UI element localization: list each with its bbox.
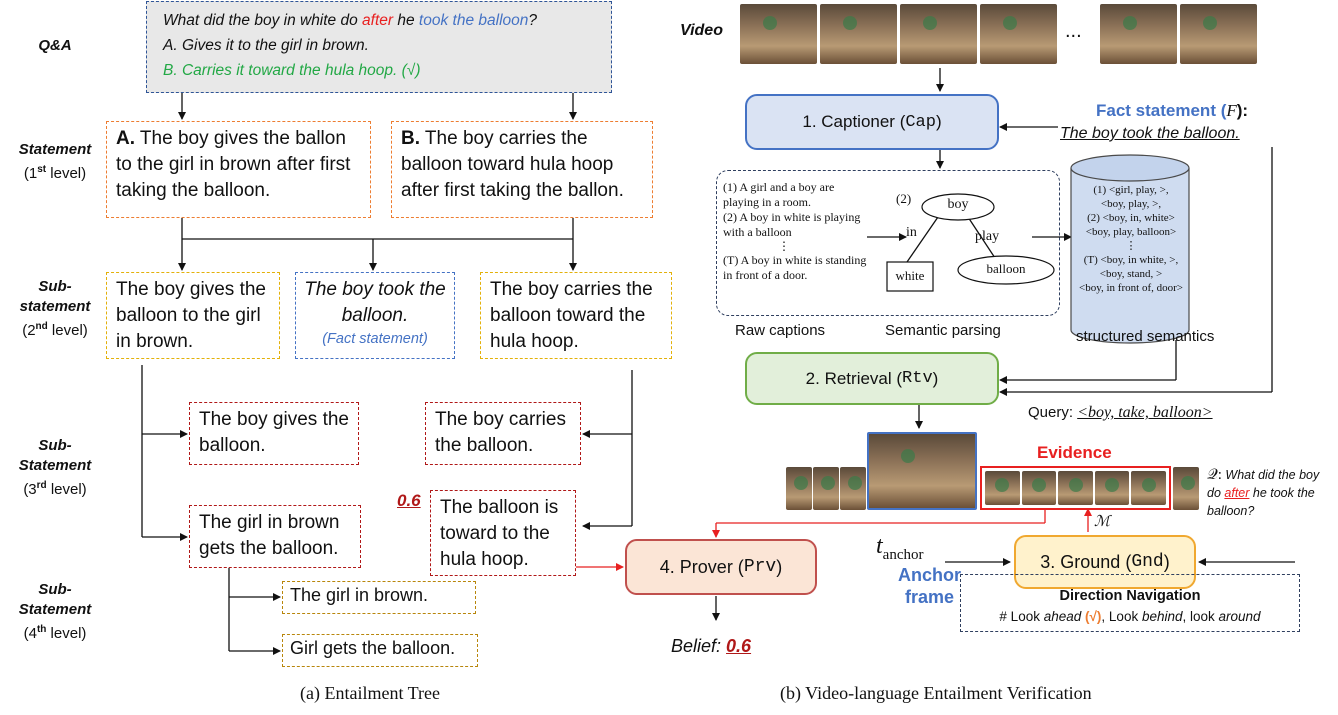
captions-parsing-box — [716, 170, 1060, 316]
score-0-6: 0.6 — [397, 491, 421, 510]
statement-b: B. The boy carries the balloon toward hu… — [391, 121, 653, 218]
sub-statement-3c: The boy carries the balloon. — [425, 402, 581, 465]
level-3-label: Sub-Statement (3rd level) — [18, 437, 92, 498]
prover-box: 4. Prover (Prv) — [625, 539, 817, 595]
parse-edge-play: play — [975, 229, 1000, 244]
evidence-frame-5 — [1131, 471, 1166, 505]
structured-semantics-list: (1) <girl, play, >, <boy, play, >, (2) <… — [1079, 184, 1183, 294]
anchor-side-frame-1 — [786, 467, 812, 510]
video-ellipsis: ... — [1065, 20, 1082, 42]
caption-left: (a) Entailment Tree — [300, 683, 440, 703]
qa-row-label: Q&A — [38, 37, 72, 54]
sub-statement-2a: The boy gives the balloon to the girl in… — [106, 272, 280, 359]
belief-label: Belief: — [671, 636, 727, 656]
semantic-parsing-label: Semantic parsing — [885, 322, 1001, 339]
parse-index: (2) — [896, 191, 912, 206]
parse-node-white: white — [895, 268, 925, 283]
video-frame-1 — [740, 4, 817, 64]
anchor-side-frame-3 — [840, 467, 866, 510]
video-frame-6 — [1180, 4, 1257, 64]
retrieval-box: 2. Retrieval (Rtv) — [745, 352, 999, 405]
direction-navigation-title: Direction Navigation — [1059, 588, 1201, 604]
t-anchor: tanchor — [876, 533, 924, 563]
evidence-frames-box — [980, 466, 1171, 510]
video-label: Video — [680, 22, 723, 39]
fact-statement-title: Fact statement (F): — [1096, 101, 1249, 120]
option-b: B. Carries it toward the hula hoop. (√) — [163, 62, 421, 79]
captioner-box: 1. Captioner (Cap) — [745, 94, 999, 150]
option-a: A. Gives it to the girl in brown. — [163, 37, 369, 54]
sub-statement-3a: The boy gives the balloon. — [189, 402, 359, 465]
video-frame-3 — [900, 4, 977, 64]
fact-statement-text: The boy took the balloon — [304, 279, 446, 326]
anchor-frame-label: Anchor frame — [898, 565, 961, 607]
evidence-frame-2 — [1021, 471, 1057, 505]
direction-navigation-options: # Look ahead (√), Look behind, look arou… — [999, 609, 1261, 624]
fact-statement-box: The boy took the balloon. (Fact statemen… — [295, 272, 455, 359]
direction-navigation-box — [960, 574, 1300, 632]
caption-right: (b) Video-language Entailment Verificati… — [780, 683, 1092, 703]
query-question: 𝒬: What did the boy do after he took the… — [1207, 467, 1320, 518]
parse-edge-in: in — [906, 225, 917, 240]
level-4-label: Sub-Statement (4th level) — [18, 581, 92, 642]
raw-captions-list: (1) A girl and a boy are playing in a ro… — [723, 180, 867, 282]
parse-node-balloon: balloon — [986, 261, 1026, 276]
video-frame-4 — [980, 4, 1057, 64]
m-symbol: ℳ — [1094, 514, 1111, 530]
sub-statement-3b: The girl in brown gets the balloon. — [189, 505, 361, 568]
video-frame-5 — [1100, 4, 1177, 64]
anchor-side-frame-2 — [813, 467, 839, 510]
evidence-side-frame-1 — [1173, 467, 1199, 510]
sub-statement-4a: The girl in brown. — [282, 581, 476, 614]
qa-box: What did the boy in white do after he to… — [146, 1, 612, 93]
sub-statement-3d: The balloon is toward to the hula hoop. — [430, 490, 576, 576]
level-1-label: Statement (1st level) — [18, 141, 92, 182]
evidence-frame-4 — [1094, 471, 1130, 505]
sub-statement-2c: The boy carries the balloon toward the h… — [480, 272, 672, 359]
video-frame-2 — [820, 4, 897, 64]
level-2-label: Sub-statement (2nd level) — [19, 278, 91, 339]
ground-box: 3. Ground (Gnd) — [1014, 535, 1196, 589]
sub-statement-4b: Girl gets the balloon. — [282, 634, 478, 667]
belief-value: 0.6 — [726, 636, 752, 656]
parse-node-boy: boy — [947, 197, 969, 212]
belief: Belief: 0.6 — [671, 636, 751, 657]
raw-captions-label: Raw captions — [735, 322, 826, 339]
fact-statement-sentence: The boy took the balloon. — [1060, 125, 1240, 142]
fact-statement-label: (Fact statement) — [322, 331, 428, 347]
evidence-label: Evidence — [1037, 443, 1112, 462]
evidence-frame-1 — [985, 471, 1020, 505]
query: Query: <boy, take, balloon> — [1028, 404, 1213, 421]
question-text: What did the boy in white do after he to… — [163, 12, 537, 29]
anchor-frame-image — [867, 432, 977, 510]
evidence-frame-3 — [1058, 471, 1093, 505]
statement-a: A. The boy gives the ballon to the girl … — [106, 121, 371, 218]
structured-semantics-label: structured semantics — [1076, 328, 1215, 345]
